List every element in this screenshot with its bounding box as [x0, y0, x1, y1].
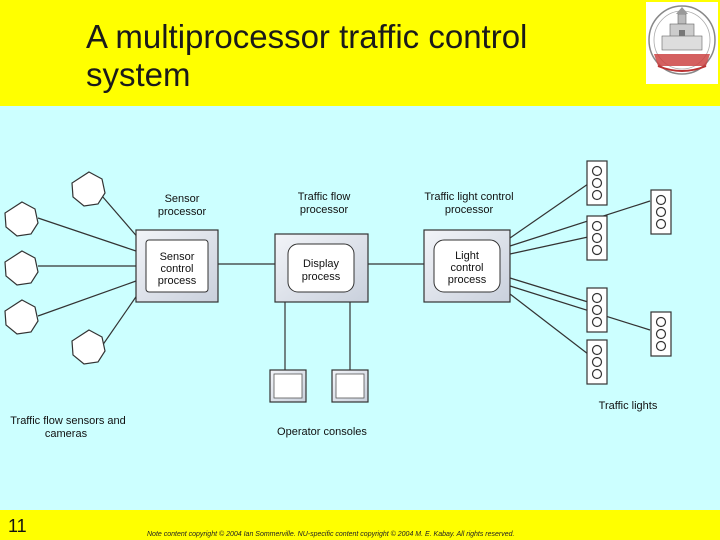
slide-title: A multiprocessor traffic control system	[86, 18, 527, 94]
slide-title-line-1: A multiprocessor traffic control	[86, 18, 528, 55]
traffic-light-2	[650, 189, 672, 235]
slide-header: A multiprocessor traffic control system	[0, 0, 720, 106]
sensors-label-1: Traffic flow sensors and	[10, 415, 126, 427]
traffic-flow-processor: Display process	[274, 233, 369, 303]
slide-number: 11	[8, 516, 27, 536]
display-process-line-1: Display	[303, 258, 340, 270]
traffic-lights-label: Traffic lights	[599, 400, 658, 412]
traffic-flow-sensors	[4, 171, 106, 365]
sensor-5	[71, 329, 106, 365]
sensor-processor-label-1: Sensor	[165, 193, 200, 205]
light-control-line-2: control	[450, 262, 483, 274]
sensor-processor-label-2: processor	[158, 206, 207, 218]
sensor-control-line-3: process	[158, 275, 197, 287]
sensor-processor: Sensor control process	[135, 229, 219, 303]
traffic-light-3	[586, 215, 608, 261]
processor-links	[218, 263, 424, 370]
copyright-footer: Note content copyright © 2004 Ian Sommer…	[147, 531, 515, 538]
traffic-control-diagram: Sensor control process Sensor processor …	[4, 160, 672, 440]
sensor-control-line-2: control	[160, 263, 193, 275]
sensors-label-2: cameras	[45, 428, 88, 440]
sensor-connection-lines	[37, 195, 141, 347]
traffic-lights	[586, 160, 672, 385]
slide-title-line-2: system	[86, 56, 191, 93]
light-control-line-3: process	[448, 274, 487, 286]
traffic-flow-processor-label-1: Traffic flow	[298, 191, 351, 203]
light-control-processor-label-1: Traffic light control	[424, 191, 513, 203]
operator-consoles	[269, 369, 369, 403]
traffic-flow-processor-label-2: processor	[300, 204, 349, 216]
traffic-light-4	[586, 287, 608, 333]
sensor-control-line-1: Sensor	[160, 251, 195, 263]
traffic-light-5	[650, 311, 672, 357]
university-logo	[646, 2, 718, 84]
traffic-light-1	[586, 160, 608, 206]
traffic-light-6	[586, 339, 608, 385]
sensor-1	[71, 171, 106, 207]
diagram-panel: Sensor control process Sensor processor …	[0, 106, 720, 510]
operator-consoles-label: Operator consoles	[277, 426, 367, 438]
light-control-processor: Light control process	[423, 229, 511, 303]
display-process-line-2: process	[302, 271, 341, 283]
light-control-line-1: Light	[455, 250, 479, 262]
sensor-4	[4, 299, 39, 335]
sensor-2	[4, 201, 39, 237]
light-control-processor-label-2: processor	[445, 204, 494, 216]
sensor-3	[4, 250, 39, 286]
light-connection-lines	[509, 183, 651, 355]
